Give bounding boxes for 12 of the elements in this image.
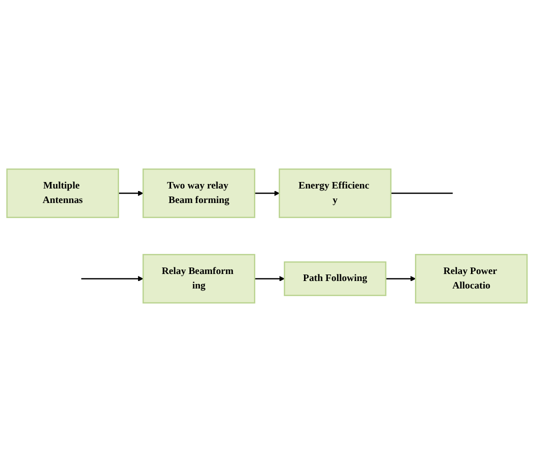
- arrow: [118, 190, 144, 196]
- node-box: Multiple Antennas: [6, 168, 120, 218]
- node-box: Relay Power Allocatio: [414, 254, 528, 304]
- connector: [390, 192, 453, 194]
- node-box: Relay Beamform ing: [142, 254, 256, 304]
- node-box: Path Following: [284, 261, 386, 296]
- node-box: Energy Efficienc y: [278, 168, 392, 218]
- arrow: [254, 190, 280, 196]
- arrow: [254, 276, 285, 282]
- arrow: [81, 276, 144, 282]
- arrow: [386, 276, 416, 282]
- node-box: Two way relay Beam forming: [142, 168, 256, 218]
